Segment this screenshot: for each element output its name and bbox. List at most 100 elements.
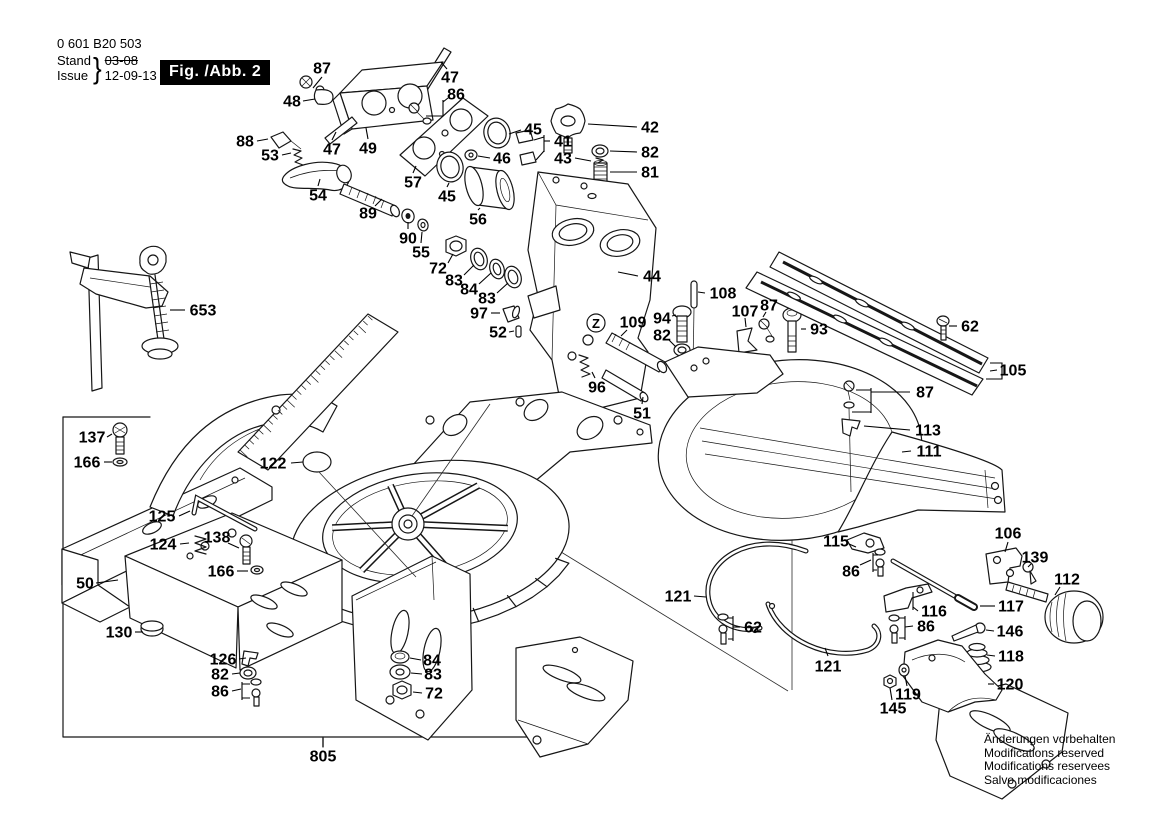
part-label-105: 105 — [1000, 363, 1027, 380]
leader-line-126 — [238, 657, 247, 660]
part-label-116: 116 — [921, 604, 947, 621]
detail-z-marker: Z — [586, 313, 606, 333]
part-label-82: 82 — [641, 145, 659, 162]
leader-line-96 — [591, 371, 596, 379]
ruler-tick-marks — [239, 315, 373, 458]
part-label-106: 106 — [995, 526, 1022, 543]
leader-line-82 — [231, 672, 241, 675]
part-label-126: 126 — [210, 652, 237, 669]
leader-line-82 — [668, 339, 677, 348]
drawing-support-column — [351, 555, 473, 741]
part-label-86: 86 — [211, 684, 229, 701]
part-label-48: 48 — [283, 94, 301, 111]
leader-line-86 — [904, 625, 914, 628]
leader-line-108 — [697, 291, 706, 294]
leader-line-121 — [824, 647, 829, 657]
leader-line-45 — [508, 129, 522, 135]
leader-line-43 — [574, 157, 592, 162]
part-label-122: 122 — [260, 456, 287, 473]
part-label-89: 89 — [359, 206, 377, 223]
part-label-54: 54 — [309, 188, 327, 205]
leader-line-50 — [95, 579, 119, 584]
stand-label: Stand — [57, 53, 91, 68]
part-label-87: 87 — [760, 298, 778, 315]
figure-label: Fig. /Abb. 2 — [160, 60, 271, 85]
part-label-51: 51 — [633, 406, 651, 423]
drawing-scale-plate — [149, 313, 399, 517]
leader-line-88 — [256, 138, 269, 142]
part-label-53: 53 — [261, 148, 279, 165]
part-label-62: 62 — [744, 620, 762, 637]
part-label-47: 47 — [441, 70, 459, 87]
brace-glyph: } — [92, 50, 102, 85]
leader-line-53 — [281, 152, 292, 156]
part-label-81: 81 — [641, 165, 659, 182]
part-label-120: 120 — [997, 677, 1024, 694]
part-label-137: 137 — [79, 430, 106, 447]
leader-line-138 — [227, 542, 240, 549]
leader-line-106 — [1004, 541, 1009, 553]
drawing-center-wedge — [515, 636, 634, 758]
leader-line-48 — [302, 98, 316, 102]
drawing-clamp-653 — [69, 245, 179, 392]
drawing-bracket-50 — [124, 512, 343, 671]
leader-line-107 — [744, 317, 747, 328]
part-label-86: 86 — [447, 87, 465, 104]
leader-line-83 — [496, 282, 509, 294]
part-label-119: 119 — [895, 687, 921, 704]
leader-line-44 — [617, 271, 639, 277]
part-label-107: 107 — [732, 304, 759, 321]
part-label-56: 56 — [469, 212, 487, 229]
leader-line-139 — [1027, 563, 1032, 568]
drawing-left-fasteners — [112, 422, 412, 707]
part-label-83: 83 — [445, 273, 463, 290]
leader-line-118 — [986, 654, 996, 657]
leader-line-84 — [409, 657, 422, 661]
leader-line-145 — [889, 687, 893, 701]
part-label-41: 41 — [554, 134, 572, 151]
part-label-139: 139 — [1022, 550, 1049, 567]
issue-date: 12-09-13 — [104, 68, 157, 83]
part-label-108: 108 — [710, 286, 737, 303]
part-label-146: 146 — [997, 624, 1024, 641]
leader-line-86 — [859, 559, 872, 566]
part-label-50: 50 — [76, 576, 94, 593]
leader-line-54 — [317, 178, 321, 187]
part-label-96: 96 — [588, 380, 606, 397]
part-label-72: 72 — [425, 686, 443, 703]
leader-line-111 — [901, 450, 912, 453]
leader-line-45 — [446, 182, 450, 188]
part-label-84: 84 — [460, 282, 478, 299]
part-label-90: 90 — [399, 231, 417, 248]
part-label-112: 112 — [1054, 572, 1080, 589]
note-en: Modifications reserved — [984, 745, 1105, 760]
part-label-117: 117 — [998, 599, 1024, 616]
leader-line-72 — [447, 253, 454, 264]
leader-line-86 — [231, 688, 242, 692]
part-label-113: 113 — [915, 423, 941, 440]
note-fr: Modifications reservees — [984, 759, 1111, 773]
leader-line-56 — [477, 207, 481, 211]
drawing-left-fence — [61, 467, 273, 623]
part-label-87: 87 — [916, 385, 934, 402]
drawing-mid-fasteners — [502, 280, 802, 403]
part-label-52: 52 — [489, 325, 507, 342]
leader-line-42 — [587, 123, 638, 128]
note-es: Salvo modificaciones — [984, 772, 1097, 787]
leader-line-82 — [609, 150, 638, 153]
issue-label: Issue — [57, 68, 89, 83]
part-label-130: 130 — [106, 625, 133, 642]
leader-line-72 — [412, 691, 423, 694]
leader-line-105 — [989, 369, 998, 372]
part-label-121: 121 — [665, 589, 692, 606]
part-label-94: 94 — [653, 311, 671, 328]
part-label-97: 97 — [470, 306, 488, 323]
part-label-45: 45 — [524, 122, 542, 139]
leader-line-94 — [671, 314, 677, 317]
leader-line-87 — [762, 311, 767, 318]
part-label-45: 45 — [438, 189, 456, 206]
leader-line-146 — [985, 629, 995, 632]
part-label-125: 125 — [149, 509, 176, 526]
